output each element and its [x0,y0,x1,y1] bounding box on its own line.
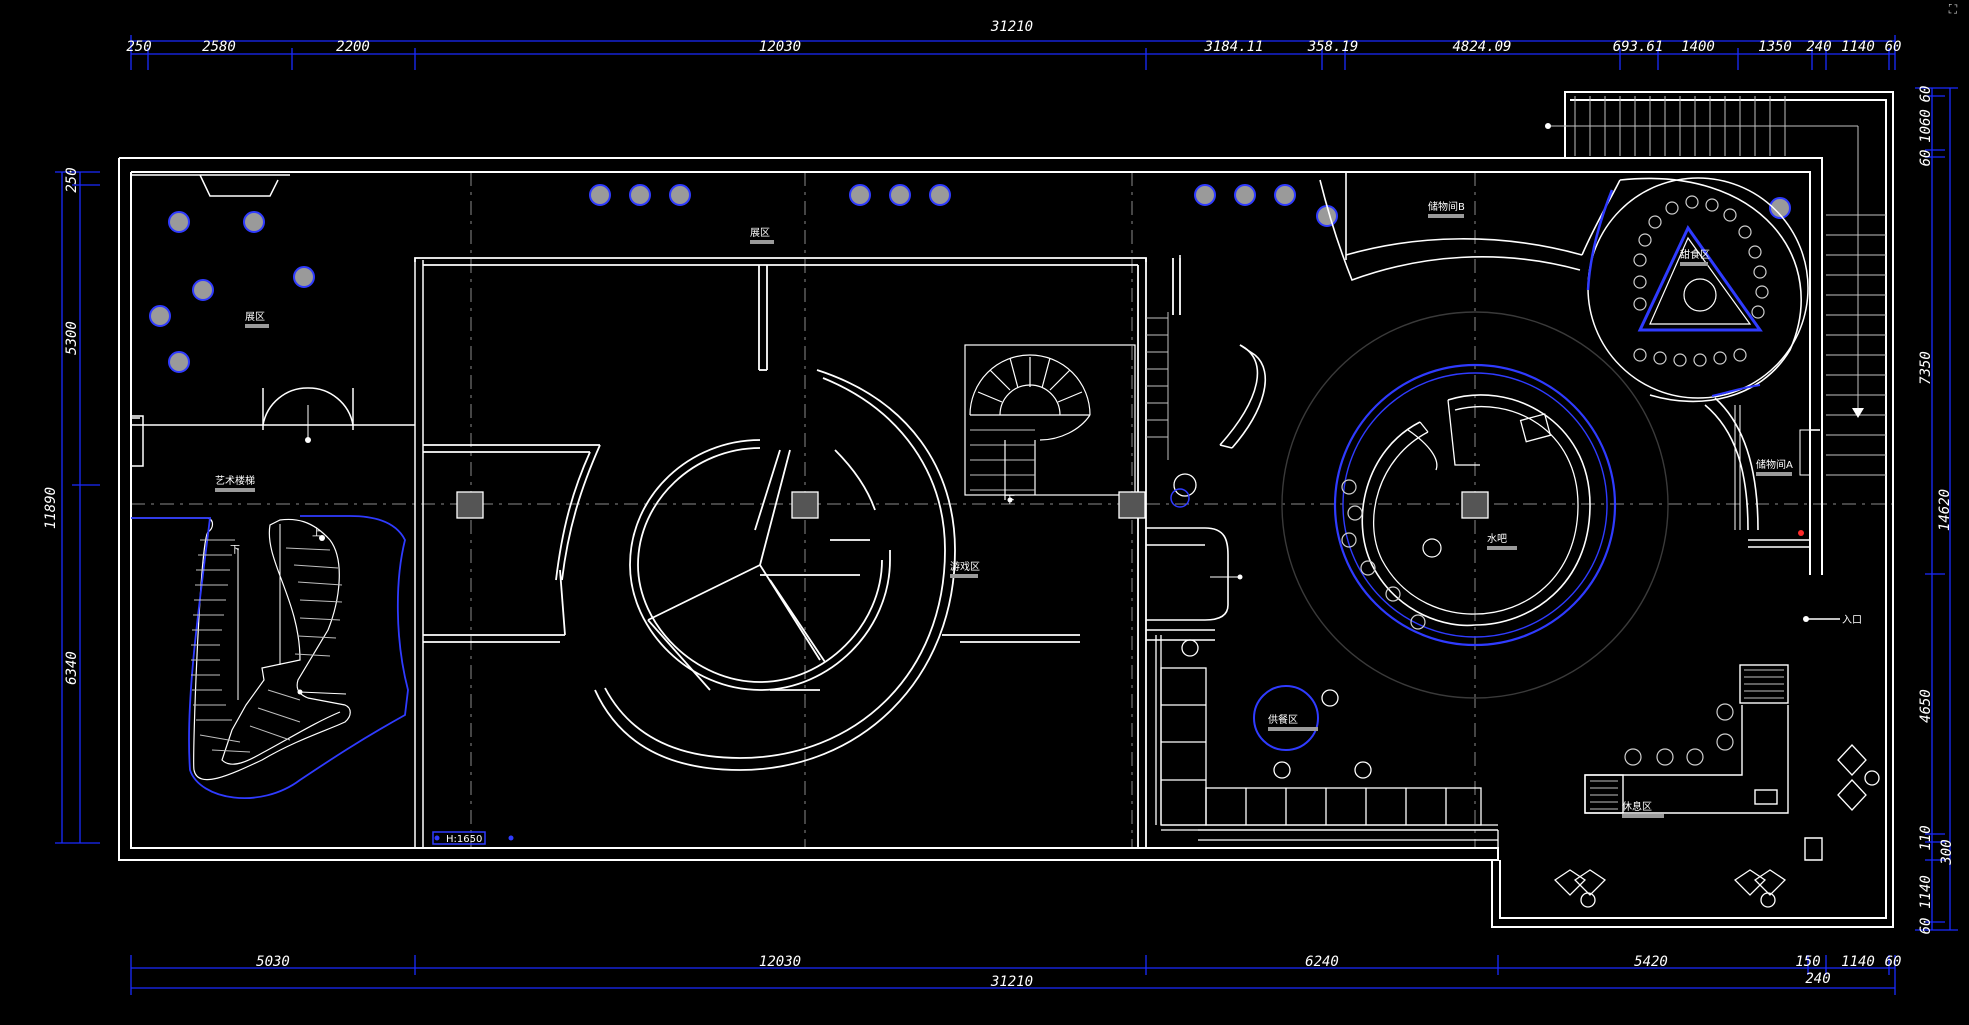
dim-bottom-1: 5030 [256,954,290,970]
label-stair-down-center: 下 [1005,495,1015,506]
label-water-bar: 水吧 [1487,533,1507,545]
dimension-text: 31210 250 2580 2200 12030 3184.11 358.19… [43,19,1955,990]
rest-area [1584,618,1840,861]
exhibit-stools [149,184,1791,373]
left-zone-arrow-dot [305,437,311,443]
dim-top-1: 250 [126,39,151,55]
stair-down-dot [1007,497,1013,503]
label-rest: 休息区 [1622,800,1652,813]
people-icon-2 [1170,488,1190,508]
label-zone-a: 展区 [245,311,265,323]
dim-bottom-6: 1140 [1841,954,1875,970]
dim-top-2: 2580 [202,39,236,55]
dim-top-5: 3184.11 [1203,39,1263,55]
dim-left-total: 11890 [43,487,59,529]
label-dessert: 甜食区 [1680,248,1710,261]
dim-bottom-4: 5420 [1634,954,1668,970]
label-stair-up: 上 [312,527,322,539]
label-height: H:1650 [446,834,482,845]
dim-left-1: 250 [64,167,80,192]
dim-right-7: 300 [1939,839,1955,865]
left-stair [131,515,409,800]
dim-right-3: 60 [1918,150,1934,167]
snack-area [1155,635,1499,860]
dim-right-6: 110 [1918,825,1934,850]
label-game-area: 游戏区 [950,560,980,573]
dim-top-4: 12030 [759,39,801,55]
grid-lines [131,172,1895,848]
dim-bottom-extra: 240 [1805,971,1830,987]
game-area-walls [414,257,1181,848]
dessert-area [1586,177,1809,403]
left-zone-walls [130,174,424,848]
dim-top-total: 31210 [990,19,1033,35]
room-labels: 展区 展区 艺术楼梯 上 下 下 游戏区 储物间B 甜食区 储物间A 水吧 入口… [215,200,1862,845]
marker-dot [1798,530,1804,536]
dim-top-3: 2200 [336,39,370,55]
dim-top-10: 1350 [1758,39,1792,55]
label-snack: 供餐区 [1268,713,1298,726]
columns [456,491,1489,519]
label-storage-a: 储物间A [1756,458,1793,471]
dim-top-6: 358.19 [1307,39,1359,55]
terrace-seating [1553,744,1880,908]
dim-top-11: 240 [1806,39,1831,55]
label-entrance: 入口 [1842,615,1862,626]
side-stair [1146,312,1169,460]
stair-start-dot [1545,123,1551,129]
people-icon [1173,473,1197,497]
lobby-arrow-dot [1237,574,1243,580]
dim-top-12: 1140 [1841,39,1875,55]
dim-right-4: 7350 [1918,351,1934,385]
fullscreen-icon[interactable]: ⛶ [1948,2,1958,16]
dim-bottom-5: 150 [1795,954,1820,970]
spiral-stair [964,344,1136,500]
label-art-stair: 艺术楼梯 [215,474,255,487]
top-right-stair [1545,96,1886,476]
height-tag [432,831,514,845]
dim-left-2: 5300 [64,321,80,355]
storage-a-bench [1734,405,1811,530]
dim-right-1: 60 [1918,86,1934,103]
dim-top-9: 1400 [1681,39,1715,55]
dim-left-3: 6340 [64,651,80,685]
entry-dot [1803,616,1809,622]
dim-right-9: 60 [1918,918,1934,935]
dim-right-total: 14620 [1937,489,1953,531]
dim-bottom-7: 60 [1885,954,1902,970]
dim-top-13: 60 [1885,39,1902,55]
dim-top-7: 4824.09 [1452,39,1511,55]
label-stair-down-left: 下 [230,545,240,556]
dim-right-8: 1140 [1918,875,1934,909]
snack-island [1253,685,1319,751]
label-storage-b: 储物间B [1428,200,1465,213]
label-zone-b: 展区 [750,227,770,239]
dim-bottom-3: 6240 [1305,954,1339,970]
dim-top-8: 693.61 [1613,39,1664,55]
water-bar [1281,311,1669,699]
dim-bottom-total: 31210 [990,974,1033,990]
arrow-icon [1852,408,1864,418]
dim-right-2: 1060 [1918,109,1934,143]
dim-bottom-2: 12030 [759,954,801,970]
dimension-lines [55,35,1958,995]
dim-right-5: 4650 [1918,689,1934,723]
